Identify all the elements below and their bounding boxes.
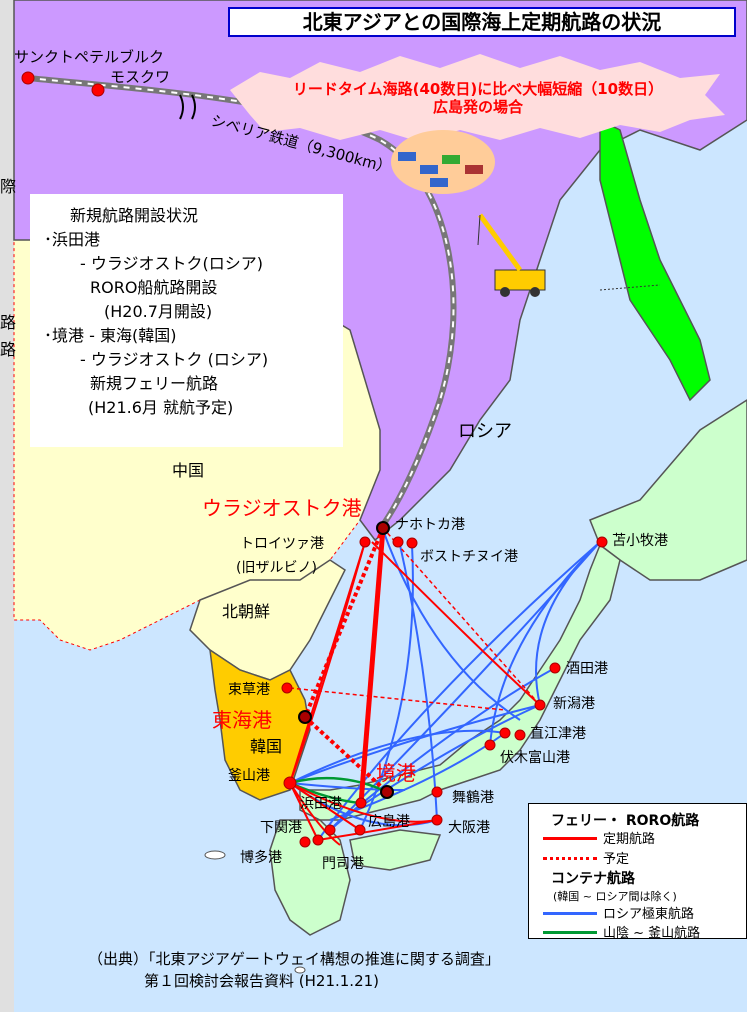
port-label-maizuru: 舞鶴港 — [452, 789, 494, 806]
legend-russia-swatch — [543, 912, 597, 915]
legend-sanin-swatch — [543, 931, 597, 934]
region-south-korea: 韓国 — [250, 737, 282, 756]
side-fragment-top: 際 — [0, 177, 16, 196]
city-label-moscow: モスクワ — [110, 68, 170, 86]
info-box: 新規航路開設状況 ･浜田港 - ウラジオストク(ロシア) RORO船航路開設 (… — [30, 194, 343, 447]
sakhalin-land — [599, 118, 711, 402]
truck-icon — [398, 152, 416, 161]
port-label-vostochny: ボストチヌイ港 — [420, 549, 518, 565]
source-note: （出典）「北東アジアゲートウェイ構想の推進に関する調査」 第１回検討会報告資料 … — [88, 948, 648, 992]
port-label-zarubino: (旧ザルビノ) — [236, 560, 317, 576]
info-line: (H21.6月 就航予定) — [88, 398, 234, 417]
legend-planned-swatch — [543, 857, 597, 860]
truck-icon — [465, 165, 483, 174]
info-line: 新規フェリー航路 — [90, 374, 219, 393]
port-label-hiroshima: 広島港 — [368, 814, 410, 830]
legend-container-note: (韓国 ~ ロシア間は除く) — [553, 890, 677, 903]
legend-regular-swatch — [543, 837, 597, 840]
port-label-troitsa: トロイツァ港 — [240, 536, 324, 552]
port-label-sakaiminato: 境港 — [376, 761, 416, 785]
legend-russia-label: ロシア極東航路 — [603, 907, 695, 922]
port-dots — [21, 71, 608, 848]
tsushima-island — [204, 850, 226, 860]
legend-planned-label: 予定 — [603, 852, 630, 867]
port-label-busan: 釜山港 — [228, 768, 270, 784]
info-line: - ウラジオストク (ロシア) — [80, 350, 269, 369]
port-label-moji: 門司港 — [322, 856, 364, 872]
donghae-port-marker — [298, 710, 312, 724]
hamada-vladivostok-route — [358, 527, 386, 804]
port-label-sakata: 酒田港 — [566, 661, 608, 677]
lead-time-note: リードタイム海路(40数日)に比べ大幅短縮（10数日） 広島発の場合 — [238, 80, 718, 116]
legend-sanin-label: 山陰 ~ 釜山航路 — [603, 926, 701, 941]
lead-time-burst — [230, 54, 725, 142]
truck-icon — [420, 165, 438, 174]
source-line1: （出典）「北東アジアゲートウェイ構想の推進に関する調査」 — [88, 950, 500, 968]
legend-ferry-heading: フェリー・ RORO航路 — [551, 813, 700, 829]
region-russia: ロシア — [458, 421, 512, 442]
port-label-hakata: 博多港 — [240, 849, 282, 866]
planned-routes — [289, 527, 541, 794]
regular-routes — [289, 541, 541, 846]
lead-time-line1: リードタイム海路(40数日)に比べ大幅短縮（10数日） — [292, 80, 664, 98]
siberian-railway-dash — [27, 77, 455, 526]
left-strip — [0, 0, 14, 1012]
side-fragment-mid1: 路 — [0, 313, 16, 332]
region-north-korea: 北朝鮮 — [222, 602, 270, 621]
sakaiminato-port-marker — [380, 785, 394, 799]
port-label-shimonoseki: 下関港 — [260, 820, 302, 836]
lead-time-line2: 広島発の場合 — [432, 98, 523, 116]
port-label-fushiki: 伏木富山港 — [500, 749, 570, 766]
crane-icon — [477, 213, 546, 297]
honshu-land — [299, 543, 621, 821]
port-label-hamada: 浜田港 — [300, 796, 342, 812]
page-title: 北東アジアとの国際海上定期航路の状況 — [228, 7, 736, 37]
info-line: (H20.7月開設) — [104, 302, 213, 321]
info-line: ･境港 - 東海(韓国) — [44, 326, 177, 345]
truck-icon — [442, 155, 460, 164]
small-island — [294, 966, 306, 974]
railway-break-mark — [179, 94, 196, 120]
info-line: - ウラジオストク(ロシア) — [80, 254, 264, 273]
legend-container-heading: コンテナ航路 — [551, 871, 635, 887]
info-line: RORO船航路開設 — [90, 278, 218, 297]
vladivostok-port-marker — [376, 521, 390, 535]
port-label-osaka: 大阪港 — [448, 820, 490, 836]
port-label-donghae: 東海港 — [212, 708, 272, 732]
city-label-stpetersburg: サンクトペテルブルク — [14, 48, 164, 66]
side-fragment-mid2: 路 — [0, 340, 16, 359]
shikoku-land — [349, 829, 442, 871]
port-label-tomakomai: 苫小牧港 — [612, 532, 668, 549]
region-china: 中国 — [172, 461, 204, 480]
port-label-niigata: 新潟港 — [553, 696, 595, 712]
port-label-nakhodka: ナホトカ港 — [395, 517, 465, 533]
info-line: 新規航路開設状況 — [70, 206, 199, 225]
truck-icon — [430, 178, 448, 187]
port-label-naoetsu: 直江津港 — [530, 725, 586, 742]
port-label-sokcho: 束草港 — [228, 682, 270, 698]
info-line: ･浜田港 — [44, 230, 101, 249]
source-line2: 第１回検討会報告資料 (H21.1.21) — [144, 972, 380, 990]
port-label-vladivostok: ウラジオストク港 — [202, 496, 362, 520]
legend-regular-label: 定期航路 — [603, 832, 656, 847]
legend: フェリー・ RORO航路 定期航路 予定 コンテナ航路 (韓国 ~ ロシア間は除… — [528, 803, 747, 941]
